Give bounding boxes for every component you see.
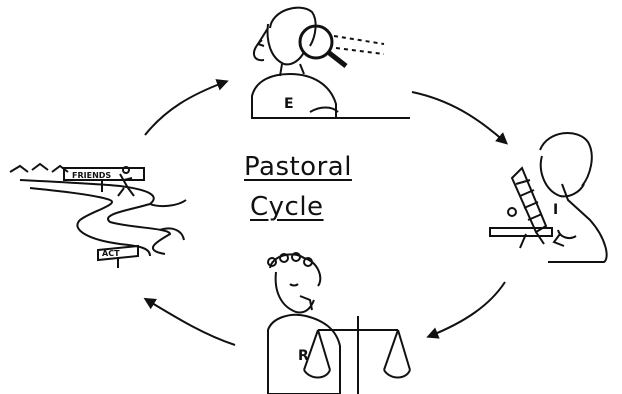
cycle-arrow-reflection-to-act [143,297,235,345]
road-journey-icon [10,164,186,268]
experience-letter: E [284,96,294,112]
act-sign-label: ACT [102,249,120,258]
cycle-arrow-experience-to-insight [412,92,508,145]
reflection-letter: R [298,348,309,364]
insight-figure [540,133,607,262]
balance-scale-icon [304,316,410,394]
insight-letter: I [553,202,558,218]
microscope-icon [490,168,552,248]
cycle-arrow-insight-to-reflection [426,282,505,339]
magnifying-glass-icon [300,26,332,58]
friends-sign-label: FRIENDS [72,171,111,180]
diagram-title-line1: Pastoral [244,152,352,182]
experience-figure [252,8,410,118]
reflection-figure [268,253,340,394]
cycle-arrow-act-to-experience [145,79,229,135]
diagram-title-line2: Cycle [250,192,324,222]
